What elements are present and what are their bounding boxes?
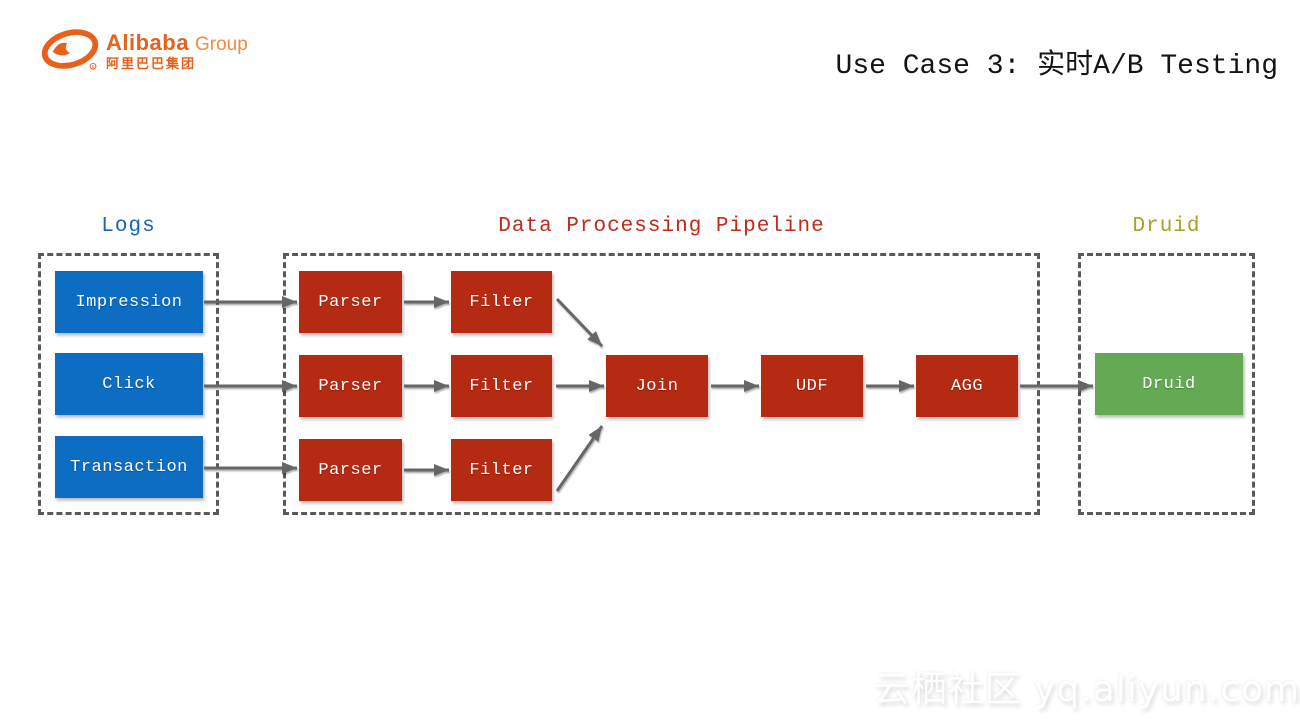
alibaba-logo: R Alibaba Group 阿里巴巴集团 xyxy=(40,26,248,74)
alibaba-logo-icon: R xyxy=(41,29,99,71)
node-parser-3: Parser xyxy=(299,439,402,501)
logs-group-box xyxy=(38,253,219,515)
alibaba-logo-text: Alibaba Group 阿里巴巴集团 xyxy=(106,26,248,71)
node-agg: AGG xyxy=(916,355,1018,417)
node-join: Join xyxy=(606,355,708,417)
slide-title: Use Case 3: 实时A/B Testing xyxy=(835,51,1278,82)
node-udf: UDF xyxy=(761,355,863,417)
logo-brand-text: Alibaba xyxy=(106,30,189,55)
node-druid: Druid xyxy=(1095,353,1243,415)
node-click: Click xyxy=(55,353,203,415)
watermark: 云栖社区 yq.aliyun.com xyxy=(873,669,1300,710)
node-impression: Impression xyxy=(55,271,203,333)
node-parser-1: Parser xyxy=(299,271,402,333)
node-filter-1: Filter xyxy=(451,271,552,333)
registered-mark: R xyxy=(92,65,95,71)
node-filter-2: Filter xyxy=(451,355,552,417)
node-filter-3: Filter xyxy=(451,439,552,501)
druid-section-label: Druid xyxy=(1132,215,1201,238)
pipeline-section-label: Data Processing Pipeline xyxy=(498,215,825,238)
logo-group-text: Group xyxy=(194,34,248,55)
node-parser-2: Parser xyxy=(299,355,402,417)
node-transaction: Transaction xyxy=(55,436,203,498)
logo-chinese-text: 阿里巴巴集团 xyxy=(106,56,197,71)
logs-section-label: Logs xyxy=(101,215,156,238)
